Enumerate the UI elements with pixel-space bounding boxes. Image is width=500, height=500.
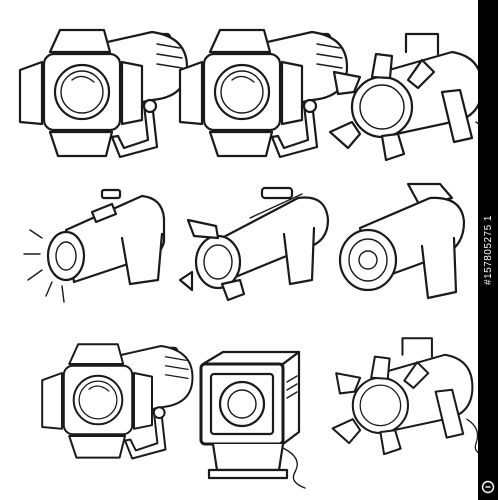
stock-id-label: #157805275 1 <box>482 215 494 285</box>
led-spotlight-icon <box>328 32 498 164</box>
barn-door-spotlight-icon <box>41 343 194 460</box>
square-floodlight-icon <box>199 350 307 490</box>
stock-logo-icon <box>478 480 498 494</box>
fresnel-spotlight-small-icon <box>178 28 349 159</box>
hmi-spotlight-icon <box>331 337 487 458</box>
profile-spotlight-icon <box>178 186 330 302</box>
stock-watermark-strip: #157805275 1 <box>478 0 498 500</box>
beam-spotlight-icon <box>22 188 166 304</box>
fresnel-spotlight-icon <box>18 28 189 159</box>
follow-spotlight-icon <box>338 182 466 300</box>
